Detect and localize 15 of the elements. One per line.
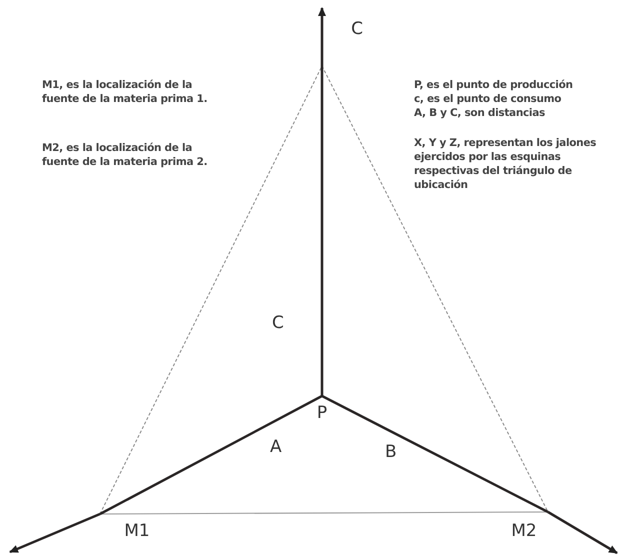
note-text: c, es el punto de consumo	[414, 92, 562, 106]
point-label: C	[351, 21, 363, 38]
connector-line	[321, 394, 549, 514]
connector-line	[318, 7, 326, 396]
note-text: X, Y y Z, representan los jalones ejercidos por las esquinas respectivas del triángulo de ubicación	[414, 136, 598, 192]
note-text: M2, es la localización de la fuente de la materia prima 2.	[42, 141, 208, 169]
note-text: M1, es la localización de la fuente de la materia prima 1.	[42, 78, 208, 106]
connector-line	[9, 512, 100, 554]
point-label: P	[316, 405, 328, 422]
connector-line	[547, 510, 618, 554]
point-label: M2	[511, 523, 537, 540]
connector-line	[99, 394, 323, 516]
point-label: M1	[124, 523, 150, 540]
note-text: A, B y C, son distancias	[414, 106, 546, 120]
note-text: P, es el punto de producción	[414, 78, 574, 92]
